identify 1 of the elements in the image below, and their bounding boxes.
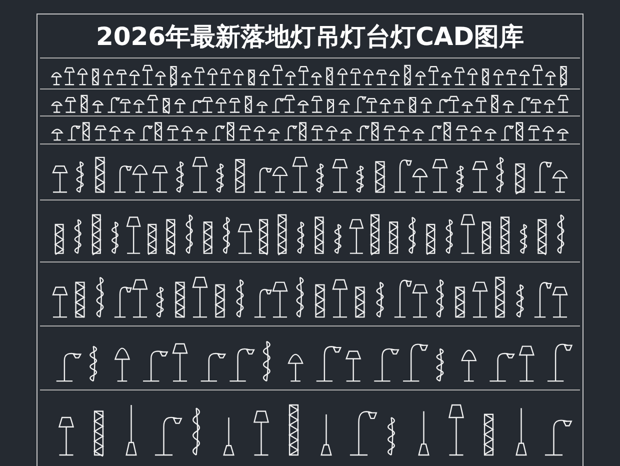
title: 2026年最新落地灯吊灯台灯CAD图库 xyxy=(94,21,526,53)
